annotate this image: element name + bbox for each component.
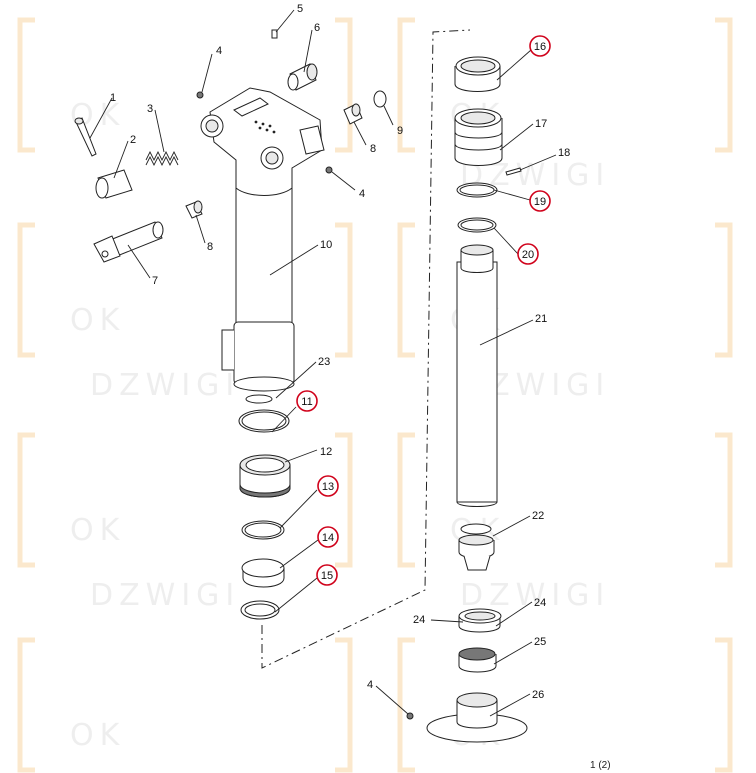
callout-9: 9	[397, 125, 403, 137]
highlighted-callouts: 11 13 14 15 16 19 20	[296, 35, 551, 586]
watermark-text: DZWIGI	[460, 578, 610, 613]
part-26-base	[426, 692, 528, 743]
watermark-tile: OK	[17, 637, 353, 773]
callout-20: 20	[522, 249, 534, 261]
callout-21: 21	[535, 313, 547, 325]
callout-15-highlight: 15	[316, 564, 338, 586]
watermark-layer: OK OK DZWIGI OK DZWIGI OK DZWIGI OK DZWI…	[17, 17, 733, 773]
page-number: 1 (2)	[590, 760, 611, 771]
part-16-bushing	[454, 56, 501, 92]
callout-23: 23	[318, 356, 330, 368]
watermark-text: DZWIGI	[90, 368, 240, 403]
part-13-seal	[241, 520, 285, 540]
leader-lines	[89, 9, 557, 717]
cylinder-head-bracket	[200, 87, 325, 196]
callout-17: 17	[535, 118, 547, 130]
part-14-guide-ring	[241, 558, 285, 588]
watermark-tile: OK	[17, 17, 353, 153]
part-7-pin	[93, 221, 164, 263]
callout-18: 18	[558, 147, 570, 159]
part-23-ring	[245, 394, 273, 404]
part-9-ring	[373, 90, 387, 108]
part-6-bushing	[287, 63, 318, 91]
watermark-logo: OK	[70, 718, 125, 753]
watermark-tile: OK DZWIGI	[17, 222, 353, 403]
callout-26: 26	[532, 689, 544, 701]
watermark-tile: OK DZWIGI	[397, 222, 733, 403]
callout-15: 15	[321, 570, 333, 582]
callout-4: 4	[359, 188, 365, 200]
callout-2: 2	[130, 134, 136, 146]
part-1-pin	[74, 117, 97, 157]
part-19-o-ring	[456, 182, 498, 198]
callout-8: 8	[207, 241, 213, 253]
part-5-pin	[271, 29, 278, 39]
callout-5: 5	[297, 3, 303, 15]
callout-19-highlight: 19	[529, 190, 551, 212]
part-10-outer-tube	[221, 184, 295, 392]
callout-24: 24	[413, 614, 425, 626]
callout-10: 10	[320, 239, 332, 251]
callout-1: 1	[110, 92, 116, 104]
callout-3: 3	[147, 103, 153, 115]
callout-8: 8	[370, 143, 376, 155]
callout-16-highlight: 16	[529, 35, 551, 57]
part-4-grease-nipple	[196, 91, 204, 99]
watermark-text: DZWIGI	[90, 578, 240, 613]
watermark-logo: OK	[70, 513, 125, 548]
part-4-grease-nipple	[325, 166, 333, 174]
part-2-pin	[95, 169, 133, 199]
callout-7: 7	[152, 275, 158, 287]
assembly-line	[261, 29, 471, 669]
part-8-bushing	[343, 103, 363, 125]
callout-6: 6	[314, 22, 320, 34]
part-21-piston-rod	[456, 244, 498, 507]
part-12-gland	[239, 454, 291, 498]
callout-24: 24	[534, 597, 546, 609]
callout-14-highlight: 14	[317, 526, 339, 548]
callout-12: 12	[320, 446, 332, 458]
watermark-tile: OK	[397, 637, 733, 773]
part-18-pin	[505, 167, 522, 176]
callout-25: 25	[534, 636, 546, 648]
callout-22: 22	[532, 510, 544, 522]
part-24-washer	[458, 608, 502, 633]
callout-19: 19	[534, 196, 546, 208]
watermark-tile: OK DZWIGI	[397, 17, 733, 193]
callout-11: 11	[301, 396, 312, 408]
callout-13: 13	[322, 481, 334, 493]
part-20-o-ring	[457, 217, 497, 233]
part-17-piston	[454, 108, 503, 166]
callout-16: 16	[534, 41, 546, 53]
callout-11-highlight: 11	[296, 390, 318, 412]
part-25-bushing	[458, 647, 497, 673]
callout-14: 14	[322, 532, 334, 544]
watermark-tile: OK DZWIGI	[397, 432, 733, 613]
part-15-wiper	[240, 600, 280, 620]
part-3-spring	[145, 150, 179, 167]
part-4-grease-nipple	[406, 712, 414, 720]
callout-20-highlight: 20	[517, 243, 539, 265]
callout-13-highlight: 13	[317, 475, 339, 497]
callout-4: 4	[216, 45, 222, 57]
callout-labels: 1 2 3 4 4 5 6 7 8 8 9 10 12 17 18 21 22 …	[110, 3, 570, 701]
part-8-bushing	[185, 200, 203, 219]
watermark-logo: OK	[70, 303, 125, 338]
callout-4: 4	[367, 679, 373, 691]
watermark-tile: OK DZWIGI	[17, 432, 353, 613]
part-11-o-ring	[238, 409, 290, 433]
part-22-rod-end	[458, 523, 495, 571]
